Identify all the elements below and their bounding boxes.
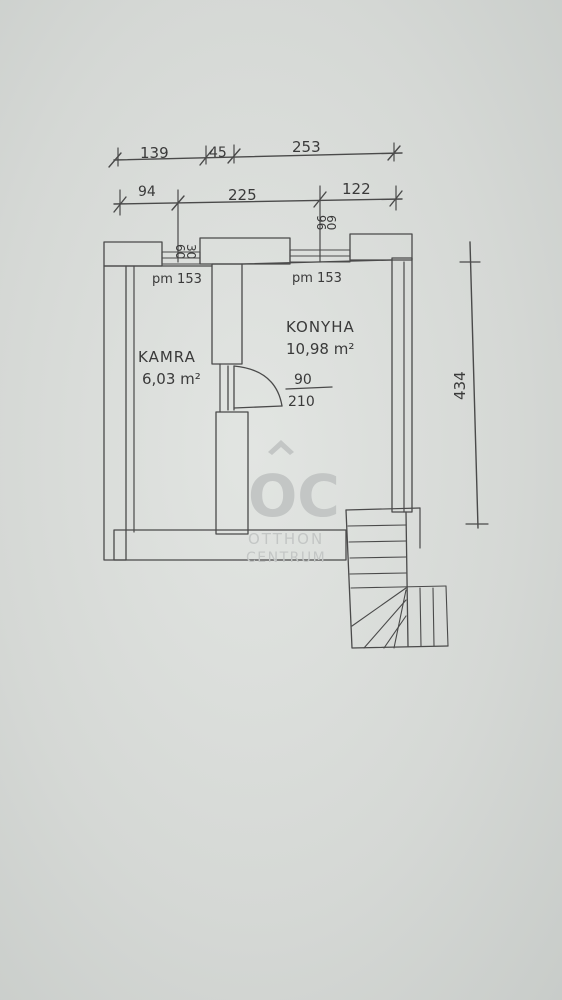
room-konyha-area: 10,98 m² — [286, 340, 354, 358]
room-konyha-name: KONYHA — [286, 318, 355, 336]
door-height: 210 — [288, 394, 315, 410]
window-right-label: pm 153 — [292, 271, 342, 286]
watermark-oc: OC — [248, 462, 340, 530]
walls — [103, 233, 421, 561]
watermark-logo: OC OTTHON CENTRUM — [246, 440, 340, 566]
dim-top-3: 253 — [292, 138, 321, 156]
staircase — [345, 509, 449, 649]
window-right-a: 96 — [314, 215, 328, 230]
watermark-line2: CENTRUM — [246, 550, 326, 566]
dim-height: 434 — [451, 371, 469, 400]
dimension-line-top: 139 45 253 — [108, 138, 403, 168]
window-right-b: 60 — [324, 215, 338, 230]
dim-second-3: 122 — [342, 180, 371, 198]
dim-second-2: 225 — [228, 186, 257, 204]
dimension-line-height: 434 — [451, 241, 489, 529]
door: 90 210 — [227, 365, 333, 411]
dim-second-1: 94 — [138, 184, 156, 200]
room-kamra-name: KAMRA — [138, 348, 196, 366]
dimension-line-second: 94 225 122 — [113, 180, 403, 263]
room-kamra-area: 6,03 m² — [142, 370, 201, 388]
dim-top-2: 45 — [209, 145, 227, 161]
window-left-label: pm 153 — [152, 272, 202, 287]
dim-top-1: 139 — [140, 144, 169, 162]
door-width: 90 — [294, 372, 312, 388]
window-right-sill: 96 60 — [314, 215, 338, 230]
watermark-line1: OTTHON — [248, 530, 324, 548]
